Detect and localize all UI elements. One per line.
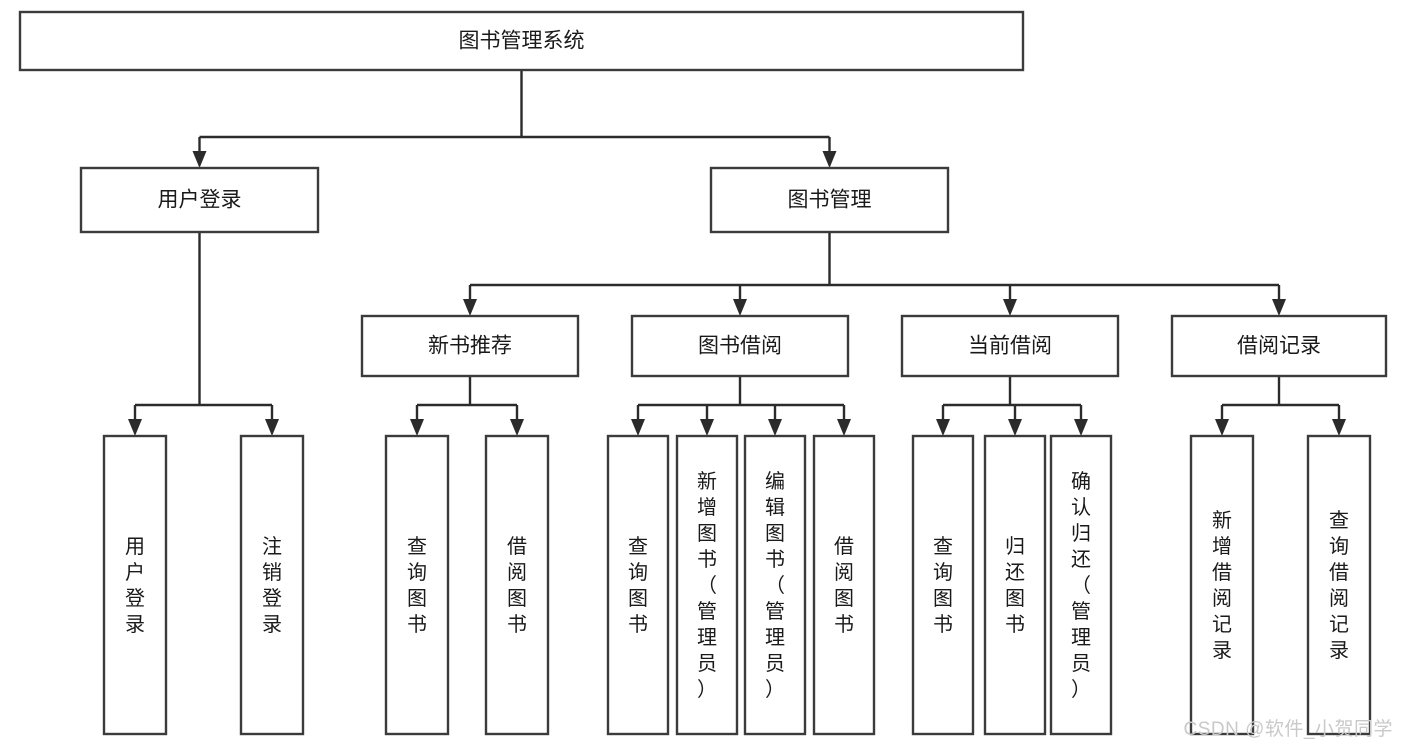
arrow-head-icon bbox=[410, 419, 424, 436]
node-label-leaf-borrow-book-1: 借阅图书 bbox=[507, 535, 527, 636]
arrow-head-icon bbox=[1332, 419, 1346, 436]
node-box-leaf-query-book-2[interactable] bbox=[606, 434, 670, 736]
node-leaf-logout[interactable]: 注销登录 bbox=[239, 434, 305, 736]
edge-group-current-borrow bbox=[936, 376, 1088, 436]
node-current-borrow[interactable]: 当前借阅 bbox=[900, 314, 1120, 378]
node-box-leaf-user-login[interactable] bbox=[102, 434, 168, 736]
node-label-leaf-query-book-1: 查询图书 bbox=[407, 535, 427, 636]
node-box-leaf-query-borrow-record[interactable] bbox=[1306, 434, 1372, 736]
node-label-new-book-recommend: 新书推荐 bbox=[428, 335, 512, 358]
node-box-leaf-borrow-book-1[interactable] bbox=[484, 434, 550, 736]
arrow-head-icon bbox=[768, 419, 782, 436]
connectors-layer bbox=[128, 70, 1346, 436]
arrow-head-icon bbox=[192, 151, 207, 168]
node-box-leaf-logout[interactable] bbox=[239, 434, 305, 736]
node-label-leaf-edit-book: 编辑图书（管理员） bbox=[765, 470, 785, 701]
node-label-leaf-confirm-return: 确认归还（管理员） bbox=[1071, 470, 1091, 701]
node-leaf-query-book-3[interactable]: 查询图书 bbox=[911, 434, 975, 736]
node-new-book-recommend[interactable]: 新书推荐 bbox=[360, 314, 580, 378]
node-leaf-query-borrow-record[interactable]: 查询借阅记录 bbox=[1306, 434, 1372, 736]
node-label-book-borrow: 图书借阅 bbox=[698, 335, 782, 358]
node-box-leaf-borrow-book-2[interactable] bbox=[812, 434, 876, 736]
node-box-leaf-add-book[interactable] bbox=[675, 434, 739, 736]
node-label-leaf-query-book-2: 查询图书 bbox=[628, 535, 648, 636]
node-label-leaf-add-book: 新增图书（管理员） bbox=[697, 470, 717, 701]
node-leaf-add-borrow-record[interactable]: 新增借阅记录 bbox=[1189, 434, 1255, 736]
node-box-new-book-recommend[interactable] bbox=[360, 314, 580, 378]
node-leaf-return-book[interactable]: 归还图书 bbox=[983, 434, 1047, 736]
arrow-head-icon bbox=[631, 419, 645, 436]
node-box-leaf-edit-book[interactable] bbox=[743, 434, 807, 736]
csdn-watermark: CSDN @软件_小贺同学 bbox=[1183, 719, 1393, 740]
node-user-login[interactable]: 用户登录 bbox=[79, 166, 320, 234]
edge-group-book-management bbox=[463, 232, 1286, 316]
arrow-head-icon bbox=[128, 419, 142, 436]
node-label-leaf-query-borrow-record: 查询借阅记录 bbox=[1329, 509, 1349, 662]
arrow-head-icon bbox=[733, 299, 747, 316]
edge-group-book-borrow bbox=[631, 376, 851, 436]
node-leaf-borrow-book-2[interactable]: 借阅图书 bbox=[812, 434, 876, 736]
node-label-borrow-record: 借阅记录 bbox=[1237, 335, 1321, 358]
node-leaf-query-book-1[interactable]: 查询图书 bbox=[384, 434, 450, 736]
edge-group-user-login bbox=[128, 232, 279, 436]
arrow-head-icon bbox=[1003, 299, 1017, 316]
arrow-head-icon bbox=[1008, 419, 1022, 436]
node-leaf-add-book[interactable]: 新增图书（管理员） bbox=[675, 434, 739, 736]
arrow-head-icon bbox=[936, 419, 950, 436]
node-box-leaf-query-book-1[interactable] bbox=[384, 434, 450, 736]
node-box-book-management[interactable] bbox=[709, 166, 950, 234]
node-book-borrow[interactable]: 图书借阅 bbox=[630, 314, 850, 378]
arrow-head-icon bbox=[510, 419, 524, 436]
arrow-head-icon bbox=[1272, 299, 1286, 316]
node-label-current-borrow: 当前借阅 bbox=[968, 335, 1052, 358]
node-box-user-login[interactable] bbox=[79, 166, 320, 234]
arrow-head-icon bbox=[463, 299, 477, 316]
nodes-layer: 图书管理系统用户登录图书管理新书推荐图书借阅当前借阅借阅记录用户登录注销登录查询… bbox=[18, 10, 1388, 736]
edge-group-borrow-record bbox=[1215, 376, 1346, 436]
arrow-head-icon bbox=[837, 419, 851, 436]
arrow-head-icon bbox=[700, 419, 714, 436]
arrow-head-icon bbox=[1074, 419, 1088, 436]
node-box-leaf-add-borrow-record[interactable] bbox=[1189, 434, 1255, 736]
node-box-current-borrow[interactable] bbox=[900, 314, 1120, 378]
node-leaf-borrow-book-1[interactable]: 借阅图书 bbox=[484, 434, 550, 736]
node-label-leaf-add-borrow-record: 新增借阅记录 bbox=[1212, 509, 1232, 662]
node-label-leaf-borrow-book-2: 借阅图书 bbox=[834, 535, 854, 636]
node-label-leaf-query-book-3: 查询图书 bbox=[933, 535, 953, 636]
node-leaf-user-login[interactable]: 用户登录 bbox=[102, 434, 168, 736]
edge-group-new-book-recommend bbox=[410, 376, 524, 436]
node-label-book-management: 图书管理 bbox=[788, 189, 872, 212]
node-leaf-confirm-return[interactable]: 确认归还（管理员） bbox=[1049, 434, 1113, 736]
node-leaf-query-book-2[interactable]: 查询图书 bbox=[606, 434, 670, 736]
node-label-leaf-logout: 注销登录 bbox=[262, 535, 282, 636]
node-box-leaf-return-book[interactable] bbox=[983, 434, 1047, 736]
node-box-root[interactable] bbox=[18, 10, 1025, 72]
node-box-leaf-confirm-return[interactable] bbox=[1049, 434, 1113, 736]
node-borrow-record[interactable]: 借阅记录 bbox=[1170, 314, 1388, 378]
arrow-head-icon bbox=[265, 419, 279, 436]
node-label-leaf-return-book: 归还图书 bbox=[1005, 535, 1025, 636]
node-box-leaf-query-book-3[interactable] bbox=[911, 434, 975, 736]
arrow-head-icon bbox=[1215, 419, 1229, 436]
node-leaf-edit-book[interactable]: 编辑图书（管理员） bbox=[743, 434, 807, 736]
edge-group-root bbox=[192, 70, 837, 168]
node-book-management[interactable]: 图书管理 bbox=[709, 166, 950, 234]
node-box-borrow-record[interactable] bbox=[1170, 314, 1388, 378]
node-label-root: 图书管理系统 bbox=[459, 30, 585, 53]
node-box-book-borrow[interactable] bbox=[630, 314, 850, 378]
node-label-user-login: 用户登录 bbox=[158, 189, 242, 212]
node-root[interactable]: 图书管理系统 bbox=[18, 10, 1025, 72]
arrow-head-icon bbox=[822, 151, 837, 168]
node-label-leaf-user-login: 用户登录 bbox=[125, 536, 145, 636]
